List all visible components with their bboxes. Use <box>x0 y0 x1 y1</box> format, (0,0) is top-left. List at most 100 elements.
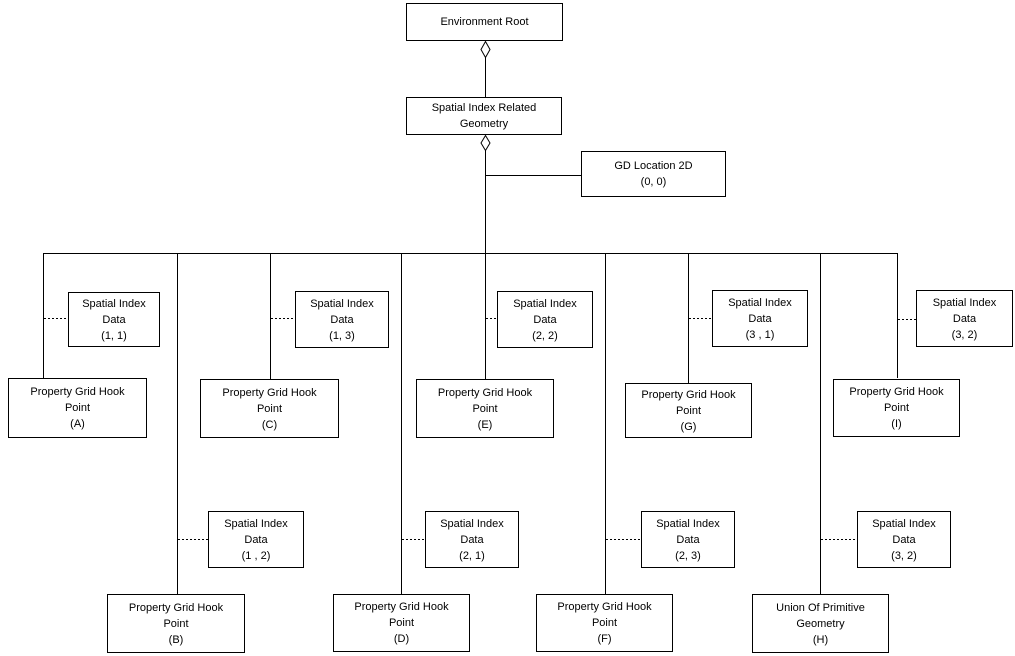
edge-dashed-sid-2-1 <box>402 539 425 540</box>
node-label: Data <box>952 312 977 325</box>
node-label: Property Grid Hook <box>30 386 125 398</box>
node-property-grid-hook-point-f: Property Grid Hook Point (F) <box>536 594 673 652</box>
node-label: (E) <box>477 418 493 431</box>
node-label: Point <box>883 402 910 414</box>
edge-sirg-trunk <box>485 150 486 379</box>
edge-branch-c <box>270 253 271 379</box>
node-label: Spatial Index <box>513 297 577 310</box>
node-label: Data <box>244 533 268 546</box>
node-label: Property Grid Hook <box>128 601 224 614</box>
node-label: (1, 1) <box>101 329 127 342</box>
node-spatial-index-data-2-2: Spatial Index Data (2, 2) <box>497 291 593 348</box>
edge-distribution-bus <box>43 253 898 254</box>
node-label: Spatial Index <box>932 296 997 309</box>
node-label: Spatial Index <box>656 517 720 530</box>
node-label: (B) <box>168 633 184 646</box>
node-label: Environment Root <box>440 16 529 28</box>
node-property-grid-hook-point-g: Property Grid Hook Point (G) <box>625 383 752 438</box>
node-label: (2, 2) <box>532 329 558 342</box>
node-spatial-index-related-geometry: Spatial Index Related Geometry <box>406 97 562 135</box>
edge-dashed-sid-2-2 <box>486 318 497 319</box>
node-label: Spatial Index Related <box>431 102 537 114</box>
node-label: (1 , 2) <box>241 549 271 562</box>
node-gd-location-2d: GD Location 2D (0, 0) <box>581 151 726 197</box>
node-label: Geometry <box>459 118 509 130</box>
node-label: Spatial Index <box>224 517 288 530</box>
edge-dashed-sid-1-2 <box>178 539 208 540</box>
node-label: Data <box>102 313 126 326</box>
node-spatial-index-data-1-3: Spatial Index Data (1, 3) <box>295 291 389 348</box>
node-label: Union Of Primitive <box>776 601 865 614</box>
node-label: (C) <box>261 418 278 431</box>
node-label: Point <box>256 402 283 415</box>
edge-branch-a <box>43 253 44 378</box>
node-label: Property Grid Hook <box>222 386 317 399</box>
node-label: Spatial Index <box>728 296 792 309</box>
node-label: Spatial Index <box>310 297 374 310</box>
aggregation-diamond-icon <box>480 41 491 58</box>
node-label: (1, 3) <box>329 329 355 342</box>
node-label: Point <box>591 617 618 629</box>
node-label: (F) <box>597 633 612 645</box>
edge-branch-d <box>401 253 402 594</box>
edge-dashed-sid-1-1 <box>44 318 68 319</box>
node-property-grid-hook-point-b: Property Grid Hook Point (B) <box>107 594 245 653</box>
node-label: (A) <box>70 418 85 430</box>
node-label: (3, 2) <box>951 328 978 341</box>
edge-dashed-sid-3-2-top <box>898 319 916 320</box>
node-label: (G) <box>680 420 697 433</box>
edge-branch-g <box>688 253 689 383</box>
node-label: (D) <box>393 633 410 645</box>
node-label: Property Grid Hook <box>437 386 533 399</box>
node-spatial-index-data-3-2-bottom: Spatial Index Data (3, 2) <box>857 511 951 568</box>
node-label: (3, 2) <box>891 549 917 562</box>
node-label: Data <box>892 533 916 546</box>
node-property-grid-hook-point-i: Property Grid Hook Point (I) <box>833 379 960 437</box>
edge-branch-b <box>177 253 178 594</box>
node-environment-root: Environment Root <box>406 3 563 41</box>
aggregation-diamond-icon <box>480 135 491 151</box>
node-label: (3 , 1) <box>745 328 775 341</box>
node-label: (H) <box>812 633 829 646</box>
edge-dashed-sid-1-3 <box>271 318 295 319</box>
node-label: Property Grid Hook <box>849 386 944 398</box>
edge-dashed-sid-2-3 <box>606 539 641 540</box>
edge-root-to-sirg <box>485 57 486 97</box>
edge-branch-i <box>897 253 898 378</box>
node-label: Property Grid Hook <box>354 601 449 613</box>
node-property-grid-hook-point-d: Property Grid Hook Point (D) <box>333 594 470 652</box>
node-label: Data <box>460 533 484 546</box>
node-label: Property Grid Hook <box>557 601 652 613</box>
node-label: Point <box>163 617 189 630</box>
node-label: (2, 1) <box>459 549 485 562</box>
node-label: (2, 3) <box>675 549 701 562</box>
edge-branch-f <box>605 253 606 594</box>
node-label: Spatial Index <box>82 297 146 310</box>
edge-branch-h <box>820 253 821 594</box>
edge-dashed-sid-3-1 <box>689 318 712 319</box>
node-label: Point <box>675 404 702 417</box>
node-label: (I) <box>891 418 902 430</box>
node-property-grid-hook-point-e: Property Grid Hook Point (E) <box>416 379 554 438</box>
node-union-of-primitive-geometry-h: Union Of Primitive Geometry (H) <box>752 594 889 653</box>
node-label: Data <box>330 313 354 326</box>
node-label: Geometry <box>796 617 845 630</box>
node-spatial-index-data-2-1: Spatial Index Data (2, 1) <box>425 511 519 568</box>
node-label: Data <box>748 312 772 325</box>
node-spatial-index-data-1-1: Spatial Index Data (1, 1) <box>68 292 160 347</box>
edge-dashed-sid-3-2-bottom <box>821 539 857 540</box>
node-property-grid-hook-point-a: Property Grid Hook Point (A) <box>8 378 147 438</box>
node-label: Property Grid Hook <box>641 388 736 401</box>
node-spatial-index-data-3-2-top: Spatial Index Data (3, 2) <box>916 290 1013 347</box>
node-label: Data <box>533 313 557 326</box>
edge-gd-location-connector <box>486 175 581 176</box>
node-label: Point <box>472 402 498 415</box>
node-label: GD Location 2D <box>614 160 693 172</box>
node-property-grid-hook-point-c: Property Grid Hook Point (C) <box>200 379 339 438</box>
node-label: Point <box>64 402 91 414</box>
node-label: Spatial Index <box>872 517 936 530</box>
node-spatial-index-data-1-2: Spatial Index Data (1 , 2) <box>208 511 304 568</box>
node-label: Point <box>388 617 415 629</box>
node-label: Spatial Index <box>440 517 504 530</box>
